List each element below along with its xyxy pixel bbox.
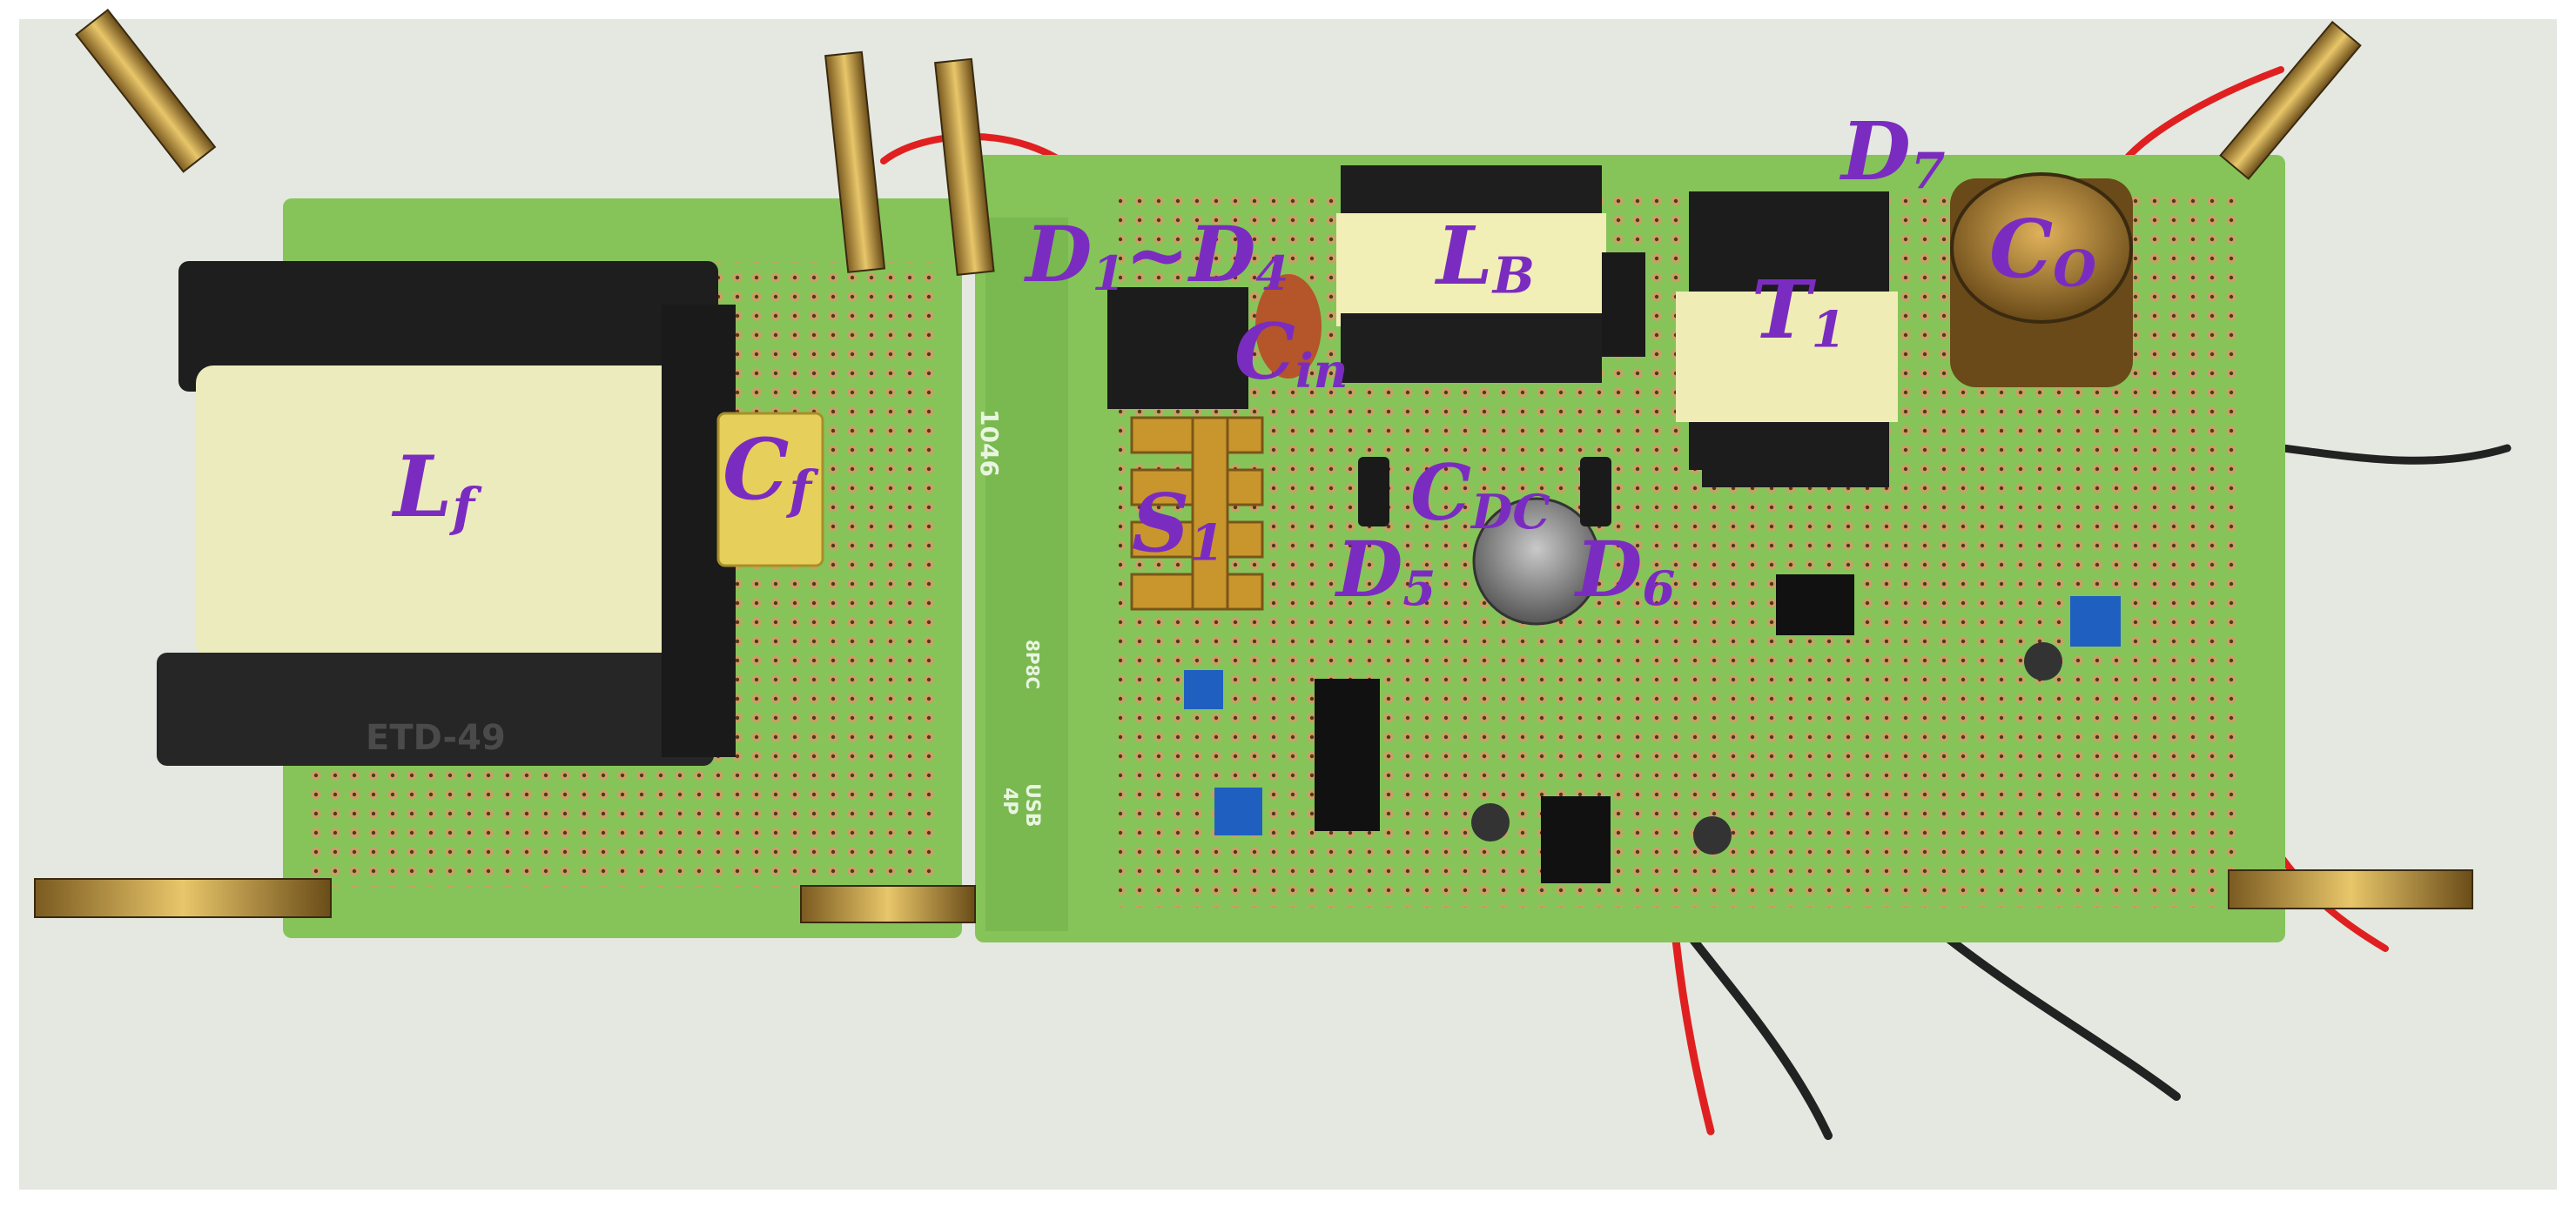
label-t1: T1 (1752, 263, 1846, 359)
bridge-rectifier (1107, 287, 1248, 409)
label-lb: LB (1436, 209, 1535, 305)
silk-4p: 4P (999, 788, 1020, 815)
label-s1: S1 (1132, 476, 1225, 573)
silk-board-number: 1046 (975, 409, 1004, 477)
small-cap-2 (1693, 816, 1732, 855)
cin-capacitor (1255, 274, 1322, 379)
label-d5: D5 (1336, 524, 1436, 616)
t1-transformer (1676, 191, 1898, 487)
d5-diode (1358, 457, 1389, 526)
trimpot-3 (2070, 596, 2121, 647)
label-d7: D7 (1841, 104, 1946, 201)
small-cap-1 (1471, 803, 1510, 842)
ic-chip-2 (1541, 796, 1611, 883)
lf-inductor (157, 261, 736, 766)
trimpot-1 (1184, 670, 1223, 709)
wires (880, 66, 2512, 1140)
silk-usb: USB (1021, 783, 1043, 828)
silk-8p8c: 8P8C (1022, 640, 1043, 690)
cdc-capacitor (1472, 497, 1601, 626)
label-lf: Lf (393, 438, 475, 539)
small-cap-3 (2024, 642, 2062, 681)
ic-chip-3 (1776, 574, 1854, 635)
brass-standoffs (34, 8, 2473, 923)
s1-heatsink (1130, 416, 1264, 611)
lb-inductor (1336, 165, 1645, 383)
label-co: CO (1989, 202, 2096, 298)
label-d1-d4: D1~D4 (1026, 209, 1289, 301)
ic-chip-1 (1315, 679, 1380, 831)
cf-capacitor (716, 412, 824, 567)
d6-diode (1580, 457, 1611, 526)
silk-core-marking: ETD-49 (366, 718, 506, 758)
label-cdc: CDC (1410, 447, 1550, 540)
label-cin: Cin (1234, 306, 1349, 399)
trimpot-2 (1214, 788, 1262, 835)
label-cf: Cf (723, 420, 812, 521)
label-d6: D6 (1576, 524, 1676, 616)
